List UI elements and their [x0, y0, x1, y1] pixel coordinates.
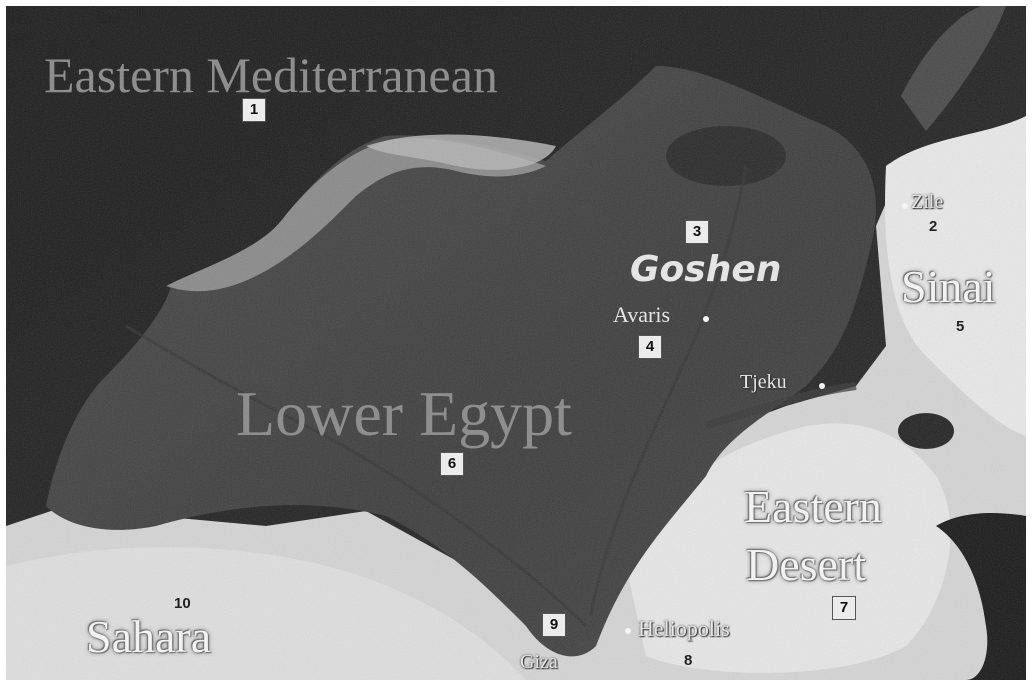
heliopolis-dot [625, 628, 631, 634]
marker-4: 4 [638, 335, 662, 359]
marker-5: 5 [956, 318, 965, 335]
satellite-map: Eastern Mediterranean Lower Egypt Sinai … [6, 6, 1026, 680]
tjeku-label: Tjeku [740, 371, 787, 393]
tjeku-dot [819, 383, 825, 389]
giza-label: Giza [520, 651, 558, 673]
zile-dot [902, 203, 908, 209]
goshen-label: Goshen [630, 249, 782, 290]
marker-7: 7 [832, 596, 856, 620]
heliopolis-label: Heliopolis [638, 616, 730, 641]
marker-10: 10 [174, 595, 191, 612]
sea-label: Eastern Mediterranean [44, 47, 498, 103]
sahara-label: Sahara [86, 611, 212, 662]
sinai-label: Sinai [901, 261, 996, 312]
marker-9: 9 [542, 613, 566, 637]
texture-grain [6, 6, 1026, 680]
marker-6: 6 [440, 452, 464, 476]
marker-1: 1 [242, 98, 266, 122]
zile-label: Zile [911, 191, 944, 213]
marker-2: 2 [929, 218, 938, 235]
lower-egypt-label: Lower Egypt [236, 378, 572, 449]
marker-8: 8 [684, 652, 693, 669]
avaris-dot [703, 316, 709, 322]
eastern-desert-label-line1: Eastern [744, 481, 882, 532]
eastern-desert-label-line2: Desert [746, 539, 867, 590]
avaris-label: Avaris [613, 302, 671, 327]
marker-3: 3 [685, 220, 709, 244]
terrain-layer [6, 6, 1026, 680]
